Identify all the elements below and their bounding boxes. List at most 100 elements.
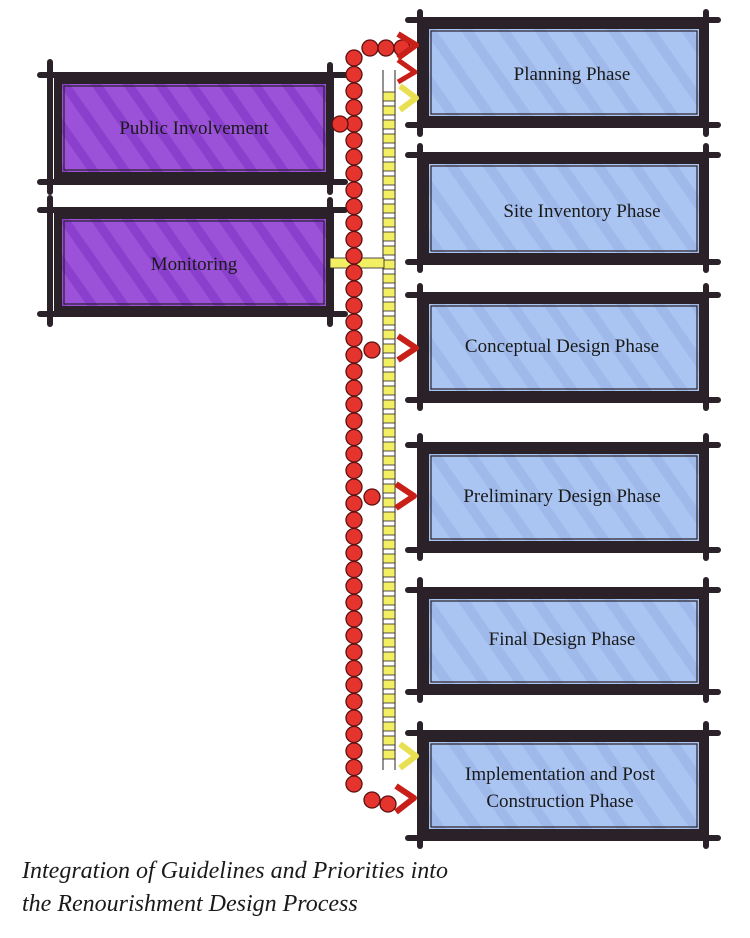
chain-link [345, 676, 363, 694]
chain-link [345, 214, 363, 232]
chain-link [377, 39, 395, 57]
ladder-rung [382, 147, 396, 158]
chain-link [345, 49, 363, 67]
chain-link [345, 643, 363, 661]
ladder-rung [382, 497, 396, 508]
phase-box-conceptual-design: Conceptual Design Phase [405, 283, 721, 411]
ladder-rung [382, 399, 396, 410]
caption-line: Integration of Guidelines and Priorities… [22, 858, 448, 884]
ladder-rung [382, 749, 396, 760]
chain-link [345, 280, 363, 298]
chain-link [345, 775, 363, 793]
chain-link [345, 247, 363, 265]
chain-link [345, 164, 363, 183]
chain-link [345, 379, 363, 397]
ladder-rung [382, 91, 396, 102]
chain-link [345, 181, 363, 199]
chain-link [345, 346, 363, 364]
chain-link [361, 39, 379, 57]
phase-label: Site Inventory Phase [503, 201, 660, 222]
chain-link [363, 341, 381, 359]
ladder-rung [382, 483, 396, 494]
phase-box-preliminary-design: Preliminary Design Phase [405, 433, 721, 561]
chain-link [345, 148, 363, 166]
ladder-rung [382, 623, 396, 634]
chain-link [345, 395, 363, 414]
ladder-rung [382, 469, 396, 480]
chain-link [379, 795, 397, 813]
ladder-rung [382, 679, 396, 690]
ladder-rung [382, 441, 396, 452]
chain-link [345, 560, 363, 579]
ladder-rung [382, 175, 396, 186]
chain-link [363, 791, 381, 809]
ladder-rung [382, 427, 396, 438]
phase-box-final-design: Final Design Phase [405, 577, 721, 703]
caption-line: the Renourishment Design Process [22, 891, 358, 917]
chain-link [345, 610, 363, 628]
chain-link [345, 65, 363, 84]
ladder-rung [382, 245, 396, 256]
chain-link [345, 313, 363, 331]
ladder-rung [382, 161, 396, 172]
chain-link [345, 197, 363, 216]
ladder-rung [382, 343, 396, 354]
chain-link [345, 511, 363, 529]
ladder-rung [382, 553, 396, 564]
ladder-rung [382, 609, 396, 620]
chain-link [345, 692, 363, 711]
red-arrow [396, 31, 419, 61]
chain-link [345, 428, 363, 447]
chain-link [345, 296, 363, 315]
chain-link [345, 593, 363, 612]
figure-caption: Integration of Guidelines and Priorities… [22, 855, 722, 921]
ladder-rung [382, 217, 396, 228]
ladder-rung [382, 595, 396, 606]
ladder-rung [382, 455, 396, 466]
ladder-rung [382, 707, 396, 718]
chain-link [345, 709, 363, 727]
chain-link [345, 230, 363, 249]
chain-link [345, 98, 363, 117]
phase-label: Preliminary Design Phase [463, 486, 660, 507]
chain-link [345, 659, 363, 678]
ladder-rung [382, 203, 396, 214]
ladder-rung [382, 357, 396, 368]
ladder-rung [382, 581, 396, 592]
ladder-rung [382, 539, 396, 550]
chain-link [345, 725, 363, 744]
chain-link [345, 82, 363, 100]
red-chain-links [331, 39, 411, 813]
chain-link [345, 577, 363, 595]
ladder-rung [382, 525, 396, 536]
ladder-rung [382, 721, 396, 732]
ladder-rung [382, 287, 396, 298]
phase-box-planning: Planning Phase [405, 9, 721, 137]
ladder-rung [382, 231, 396, 242]
ladder-rung [382, 385, 396, 396]
ladder-rung [382, 371, 396, 382]
ladder-rung [382, 413, 396, 424]
phase-label: Construction Phase [486, 791, 633, 812]
phase-box-site-inventory: Site Inventory Phase [405, 143, 721, 273]
ladder-rung [382, 189, 396, 200]
left-box-label: Public Involvement [119, 118, 269, 139]
chain-link [345, 263, 363, 282]
chain-link [345, 131, 363, 150]
ladder-rung [382, 273, 396, 284]
chain-link [363, 488, 381, 506]
chain-link [345, 626, 363, 645]
left-box-label: Monitoring [151, 254, 238, 275]
chain-link [345, 445, 363, 463]
ladder-rung [382, 119, 396, 130]
ladder-rung [382, 133, 396, 144]
ladder-rung [382, 693, 396, 704]
phase-label: Planning Phase [514, 64, 631, 85]
chain-link [345, 527, 363, 546]
red-arrow [396, 57, 418, 85]
phase-label: Conceptual Design Phase [465, 336, 659, 357]
ladder-rung [382, 511, 396, 522]
red-arrow [394, 783, 417, 815]
chain-link [345, 478, 363, 496]
